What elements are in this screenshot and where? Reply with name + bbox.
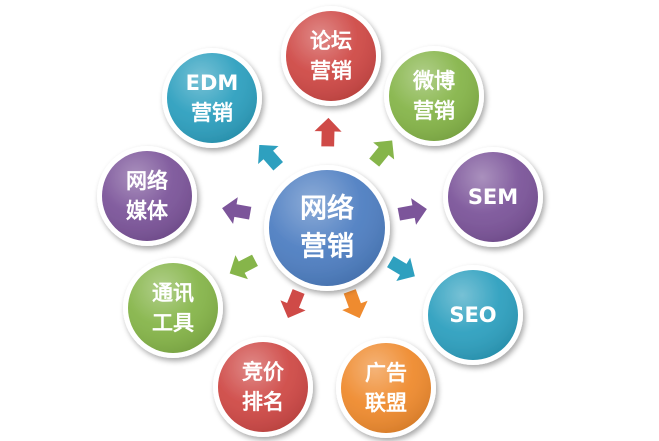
node-bidding-label-2: 排名 [242, 390, 284, 414]
node-forum-sheen [286, 11, 376, 101]
node-sem-sheen [448, 152, 538, 242]
node-media-sheen [102, 151, 192, 241]
arrow-seo-shape [385, 254, 417, 283]
node-weibo-sheen [389, 51, 479, 141]
arrow-bidding [278, 287, 309, 320]
node-bidding-label-1: 竞价 [242, 360, 285, 384]
arrow-bidding-shape [278, 287, 309, 320]
node-ad-union-label-1: 广告 [365, 361, 407, 385]
node-center-label-2: 营销 [300, 232, 354, 263]
arrow-forum [311, 116, 345, 148]
node-forum-label-1: 论坛 [310, 29, 352, 53]
node-sem-label-1: SEM [468, 185, 518, 209]
node-center [264, 165, 390, 291]
node-weibo-label-2: 营销 [413, 99, 455, 123]
arrow-media-shape [220, 194, 253, 227]
arrow-weibo-shape [367, 139, 396, 169]
node-edm-label-1: EDM [186, 71, 239, 95]
arrow-sem-shape [396, 195, 429, 228]
arrow-im-tools-shape [228, 252, 260, 282]
arrow-im-tools [228, 252, 260, 282]
node-sem [443, 147, 543, 247]
node-im-tools-sheen [128, 263, 218, 353]
arrow-weibo [367, 139, 396, 169]
node-weibo-label-1: 微博 [412, 69, 455, 93]
arrow-media [220, 194, 253, 227]
arrow-ad-union [339, 287, 370, 320]
node-seo-label-1: SEO [449, 303, 496, 327]
node-media [97, 146, 197, 246]
arrow-ad-union-shape [339, 287, 370, 320]
node-edm [162, 48, 262, 148]
node-weibo [384, 46, 484, 146]
node-ad-union [336, 338, 436, 438]
node-media-label-1: 网络 [126, 169, 168, 193]
node-media-label-2: 媒体 [126, 199, 169, 223]
node-seo [423, 265, 523, 365]
node-ad-union-label-2: 联盟 [365, 391, 407, 415]
node-edm-label-2: 营销 [191, 101, 233, 125]
node-forum [281, 6, 381, 106]
node-im-tools-label-1: 通讯 [152, 281, 194, 305]
arrow-edm-shape [256, 143, 285, 173]
node-ad-union-sheen [341, 343, 431, 433]
arrow-seo [385, 254, 417, 283]
node-im-tools [123, 258, 223, 358]
node-forum-label-2: 营销 [310, 59, 352, 83]
node-seo-sheen [428, 270, 518, 360]
node-bidding-sheen [218, 342, 308, 432]
node-center-sheen [269, 170, 385, 286]
node-edm-sheen [167, 53, 257, 143]
arrow-forum-shape [311, 116, 345, 148]
node-im-tools-label-2: 工具 [152, 311, 194, 335]
node-center-label-1: 网络 [300, 193, 354, 225]
arrow-edm [256, 143, 285, 173]
node-bidding [213, 337, 313, 437]
arrow-sem [396, 195, 429, 228]
